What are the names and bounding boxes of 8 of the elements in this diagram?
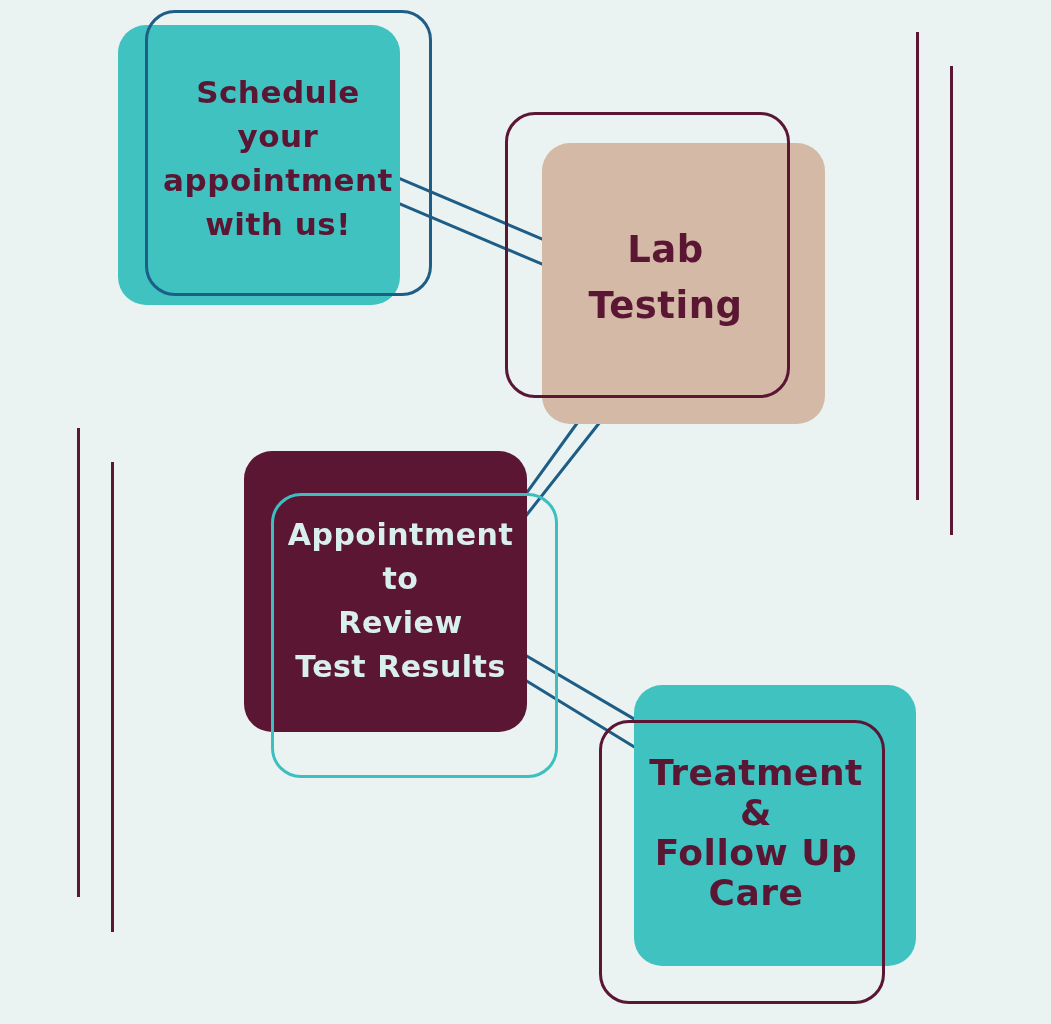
step-box [118, 25, 400, 305]
step-label: Schedule your appointment with us! [163, 73, 393, 244]
step-box [542, 143, 825, 424]
step-box [634, 685, 916, 966]
step-label: Lab Testing [588, 226, 743, 329]
step-label: Treatment & Follow Up Care [649, 752, 863, 913]
step-box [244, 451, 527, 732]
step-label: Appointment to Review Test Results [287, 515, 514, 686]
